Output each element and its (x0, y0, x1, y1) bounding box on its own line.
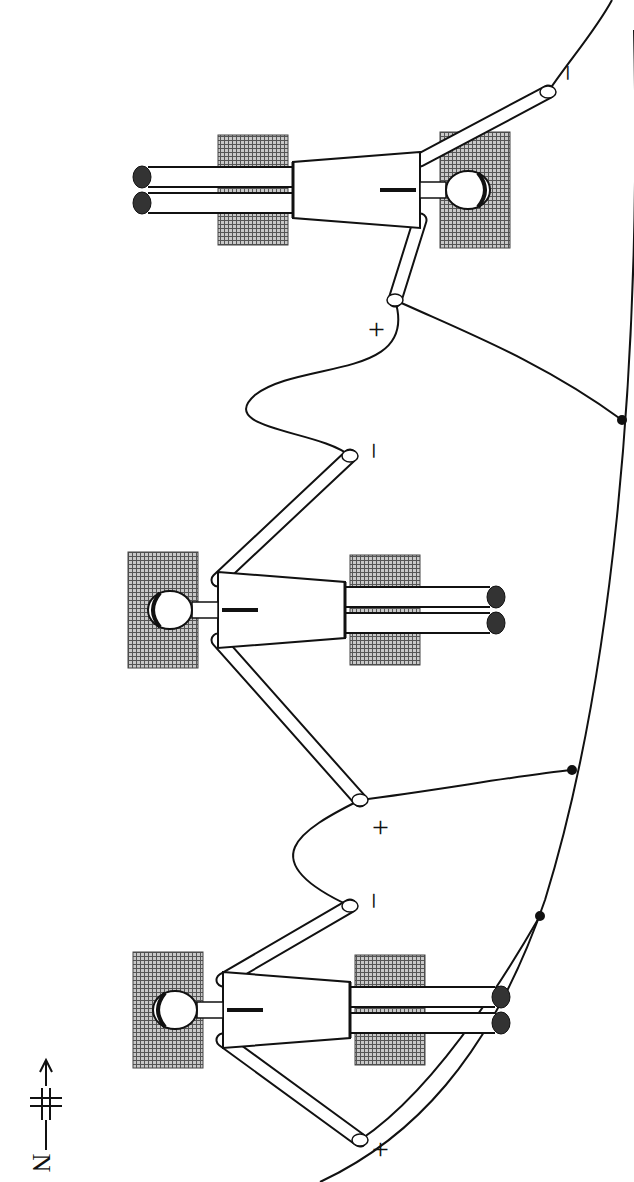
junction (536, 912, 544, 920)
leg (148, 168, 293, 186)
arm (218, 456, 350, 580)
arm (223, 1040, 360, 1140)
polarity-sign: − (359, 443, 389, 460)
shoe (133, 192, 151, 214)
wire (360, 770, 572, 800)
mat (133, 952, 203, 1068)
lying-man (133, 86, 556, 306)
hand (342, 900, 358, 912)
shoe (487, 612, 505, 634)
neck (197, 1002, 223, 1018)
compass-cross (30, 1088, 62, 1120)
wire (395, 300, 622, 420)
leg (345, 586, 490, 608)
shoe (492, 986, 510, 1008)
leg (350, 1012, 495, 1034)
mats (128, 132, 510, 1068)
arm (223, 1040, 360, 1140)
torso (293, 152, 420, 228)
wire (548, 0, 612, 92)
tie (227, 1008, 263, 1012)
hair (478, 173, 485, 207)
hand (387, 294, 403, 306)
mat (128, 552, 198, 668)
arm (223, 906, 350, 980)
wire (246, 300, 398, 456)
hand (352, 1134, 368, 1146)
arm (395, 220, 420, 300)
hair (153, 593, 160, 627)
polarity-sign: + (372, 812, 389, 842)
belt (349, 982, 352, 1038)
junction (618, 416, 626, 424)
neck (420, 182, 446, 198)
mat (218, 135, 288, 245)
leg (345, 614, 490, 632)
belt (344, 582, 347, 638)
leg (148, 194, 293, 212)
leg (350, 1014, 495, 1032)
leg (148, 192, 293, 214)
shoe (492, 1012, 510, 1034)
belt (292, 162, 295, 218)
mat (355, 955, 425, 1065)
leg (345, 588, 490, 606)
neck (192, 602, 218, 618)
polarity-sign: + (368, 314, 385, 344)
lying-man (148, 450, 505, 806)
leg (148, 166, 293, 188)
compass (30, 1060, 62, 1150)
leg (345, 612, 490, 634)
leg (350, 986, 495, 1008)
polarity-sign: − (359, 893, 389, 910)
junction (568, 766, 576, 774)
arm (218, 640, 360, 800)
wire (293, 800, 360, 906)
shoe (487, 586, 505, 608)
hand (540, 86, 556, 98)
shoe (133, 166, 151, 188)
arm (420, 92, 548, 160)
head (446, 171, 490, 209)
hand (342, 450, 358, 462)
compass-arrow (40, 1060, 52, 1086)
polarity-sign: − (553, 65, 583, 82)
tie (380, 188, 416, 192)
head (153, 991, 197, 1029)
figures (133, 86, 556, 1146)
polarity-sign: + (372, 1134, 389, 1164)
hair (158, 993, 165, 1027)
compass-arrow (45, 1120, 47, 1150)
arm (223, 906, 350, 980)
arm (218, 640, 360, 800)
head (148, 591, 192, 629)
arm (218, 456, 350, 580)
lying-man (153, 900, 510, 1146)
mat (350, 555, 420, 665)
torso (223, 972, 350, 1048)
hand (352, 794, 368, 806)
torso (218, 572, 345, 648)
arm (420, 92, 548, 160)
north-label: N (28, 1154, 54, 1173)
leg (350, 988, 495, 1006)
tie (222, 608, 258, 612)
arm (395, 220, 420, 300)
